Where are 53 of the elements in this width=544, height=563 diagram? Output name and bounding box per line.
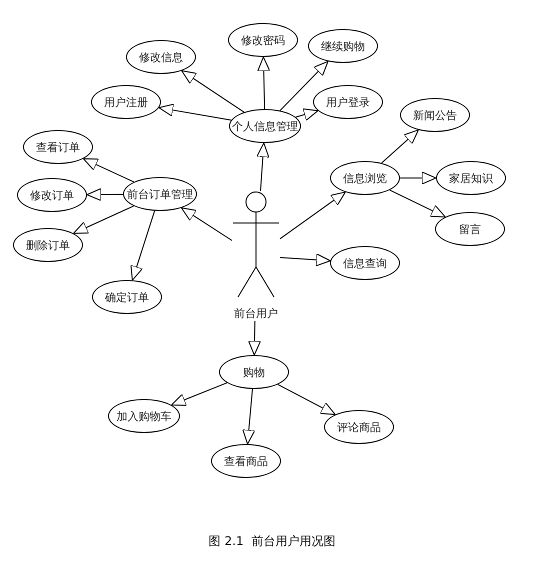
arrow xyxy=(381,129,419,164)
use-case-ellipse xyxy=(126,40,196,74)
arrow xyxy=(256,142,270,192)
use-case-ellipse xyxy=(313,85,383,119)
arrow xyxy=(82,158,134,182)
use-case-ellipse xyxy=(123,177,197,211)
arrow xyxy=(295,108,318,121)
use-case-label: 修改密码 xyxy=(241,34,285,48)
use-case-label: 修改订单 xyxy=(30,188,74,202)
arrow xyxy=(389,190,446,218)
arrow xyxy=(130,210,156,281)
use-case-label: 新闻公告 xyxy=(413,108,457,122)
use-case-label: 加入购物车 xyxy=(116,410,172,424)
use-case-label: 继续购物 xyxy=(321,40,365,54)
arrow xyxy=(248,320,262,356)
arrow xyxy=(242,388,256,445)
arrow xyxy=(400,172,436,184)
arrow xyxy=(86,188,124,202)
use-case-label: 用户登录 xyxy=(326,96,370,110)
use-case-label: 查看商品 xyxy=(224,454,268,468)
arrow xyxy=(277,384,336,416)
use-case-ellipse xyxy=(13,228,83,262)
arrow xyxy=(280,253,331,266)
use-case-label: 用户注册 xyxy=(104,96,148,110)
use-case-label: 前台订单管理 xyxy=(127,188,193,202)
arrow xyxy=(158,104,232,121)
arrow xyxy=(280,192,346,240)
arrow xyxy=(181,70,245,113)
use-case-label: 留言 xyxy=(459,222,481,236)
use-case-ellipse xyxy=(108,399,180,433)
arrow xyxy=(180,207,232,241)
use-case-label: 购物 xyxy=(243,366,265,380)
use-case-ellipse xyxy=(23,130,93,164)
arrow xyxy=(280,60,329,112)
arrow xyxy=(257,56,270,110)
use-case-ellipse xyxy=(324,410,394,444)
use-case-ellipse xyxy=(91,85,161,119)
use-case-label: 信息浏览 xyxy=(343,172,387,186)
use-case-label: 修改信息 xyxy=(139,50,183,64)
use-case-label: 查看订单 xyxy=(36,140,80,154)
use-case-label: 家居知识 xyxy=(449,172,493,186)
figure-caption: 图 2.1 前台用户用况图 xyxy=(208,534,336,548)
use-case-ellipse xyxy=(435,212,505,246)
use-case-label: 评论商品 xyxy=(337,420,381,434)
use-case-label: 个人信息管理 xyxy=(232,120,298,134)
use-case-label: 确定订单 xyxy=(105,290,149,304)
arrow xyxy=(73,205,134,234)
use-case-ellipse xyxy=(330,161,400,195)
arrow xyxy=(170,382,228,406)
use-case-label: 删除订单 xyxy=(26,238,70,252)
use-case-label: 信息查询 xyxy=(343,256,387,270)
use-case-ellipse xyxy=(229,109,301,143)
use-case-ellipse xyxy=(219,355,289,389)
